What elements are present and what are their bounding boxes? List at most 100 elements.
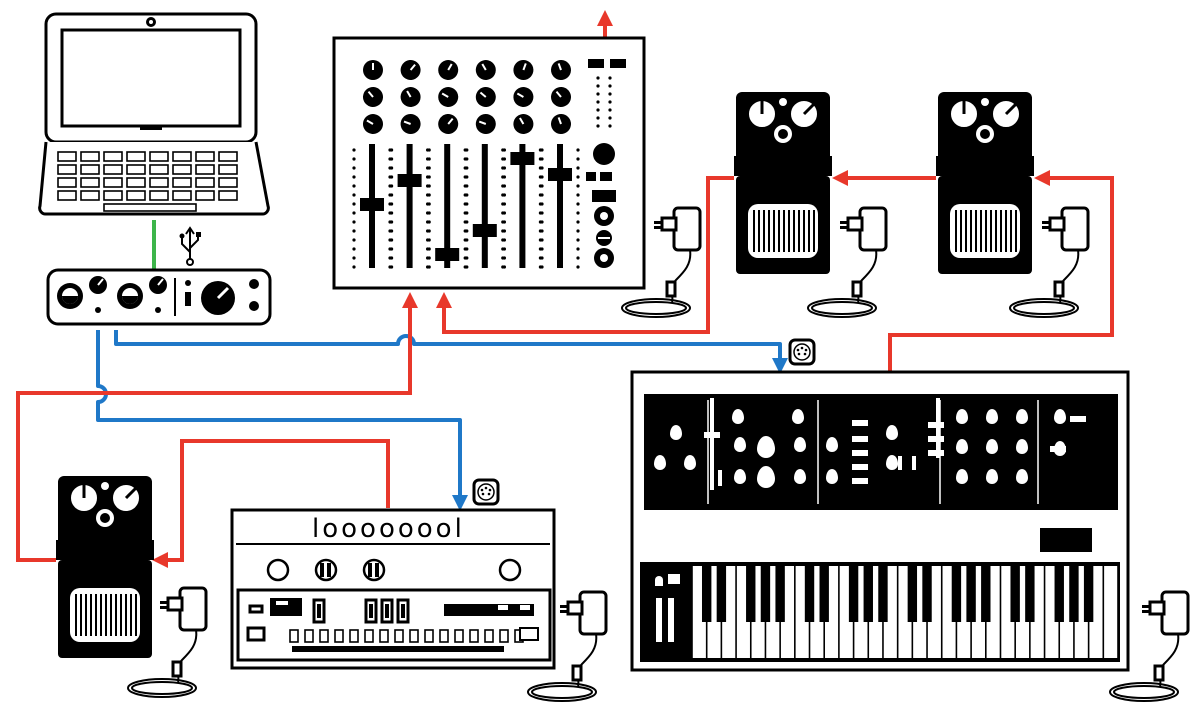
fader-tick [352, 229, 356, 233]
effects-pedal-bottom-left [54, 474, 156, 660]
step-button [469, 629, 479, 643]
midi-port-icon [788, 338, 816, 366]
synth-switch [852, 464, 868, 470]
fader-tick [465, 247, 469, 251]
synth-knob [757, 436, 775, 458]
fader-tick [502, 238, 506, 242]
fader-tick [390, 220, 394, 224]
black-key [1083, 566, 1094, 622]
synth-switch [852, 478, 868, 484]
fader-tick [540, 202, 544, 206]
laptop-key [57, 177, 77, 188]
fader-tick [352, 238, 356, 242]
fader-tick [390, 175, 394, 179]
fader-tick [427, 202, 431, 206]
fader-tick [390, 211, 394, 215]
black-key [775, 566, 785, 622]
fader-tick [465, 175, 469, 179]
synth-switch [852, 450, 868, 456]
meter-led [608, 116, 612, 120]
meter-led [596, 92, 600, 96]
fader-tick [427, 148, 431, 152]
fader-tick [502, 220, 506, 224]
laptop-key [126, 190, 146, 201]
fader-tick [576, 166, 580, 170]
audio-interface [46, 268, 272, 326]
laptop-key [80, 177, 100, 188]
meter-led [608, 92, 612, 96]
gain-knob-1 [89, 276, 107, 294]
mixer-faders [352, 144, 580, 269]
fader-tick [390, 157, 394, 161]
laptop-key [172, 190, 192, 201]
laptop-keyboard [57, 151, 238, 212]
black-key [863, 566, 873, 622]
step-buttons [289, 627, 539, 643]
fader-tick [465, 211, 469, 215]
fader-cap [472, 224, 497, 237]
synth-switch [1050, 446, 1066, 452]
fader-tick [390, 256, 394, 260]
laptop-key [149, 151, 169, 162]
fader-tick [502, 211, 506, 215]
black-key [716, 566, 727, 622]
xlr-input-2 [117, 283, 143, 309]
fader-tick [352, 220, 356, 224]
synth-slider [898, 456, 902, 470]
synth-switch [1070, 416, 1086, 422]
laptop-key [103, 190, 123, 201]
synth-slider [718, 470, 722, 486]
step-button [319, 629, 329, 643]
laptop-key [80, 151, 100, 162]
laptop-key [126, 151, 146, 162]
fader-tick [576, 202, 580, 206]
pitch-mod-wheels [650, 568, 686, 656]
black-key [1069, 566, 1079, 622]
fader-tick [540, 148, 544, 152]
midi-cable-synth [114, 330, 788, 374]
laptop-key [149, 190, 169, 201]
connection-wires [16, 10, 1114, 568]
white-key [1104, 566, 1118, 658]
fader-tick [390, 238, 394, 242]
step-button [304, 629, 314, 643]
laptop-key [195, 190, 215, 201]
meter-led [596, 108, 600, 112]
black-key [746, 566, 756, 622]
laptop-key [126, 177, 146, 188]
midi-port-icon [472, 478, 500, 506]
black-key [878, 566, 888, 622]
black-key [907, 566, 918, 622]
laptop-key [172, 177, 192, 188]
step-button [409, 629, 419, 643]
fader-tick [352, 193, 356, 197]
fader-tick [465, 193, 469, 197]
laptop-key [172, 151, 192, 162]
fader-tick [390, 265, 394, 269]
laptop-key [103, 151, 123, 162]
fader-tick [465, 184, 469, 188]
fader-tick [576, 211, 580, 215]
fader-tick [427, 256, 431, 260]
fader-tick [576, 148, 580, 152]
fader-tick [540, 157, 544, 161]
fader-tick [465, 256, 469, 260]
laptop-key [195, 177, 215, 188]
laptop [38, 12, 270, 216]
mixer-knob [362, 59, 384, 81]
fader-tick [540, 256, 544, 260]
fader-tick [502, 193, 506, 197]
fader-tick [427, 220, 431, 224]
synth-switch [852, 420, 868, 426]
black-key [951, 566, 962, 622]
fader-tick [390, 184, 394, 188]
black-key [1010, 566, 1020, 622]
meter-led [596, 116, 600, 120]
fader-tick [502, 175, 506, 179]
fader-tick [352, 166, 356, 170]
effects-pedal-top-middle [732, 90, 834, 276]
fader-tick [465, 229, 469, 233]
fader-tick [427, 175, 431, 179]
fader-tick [465, 265, 469, 269]
fader-tick [390, 247, 394, 251]
